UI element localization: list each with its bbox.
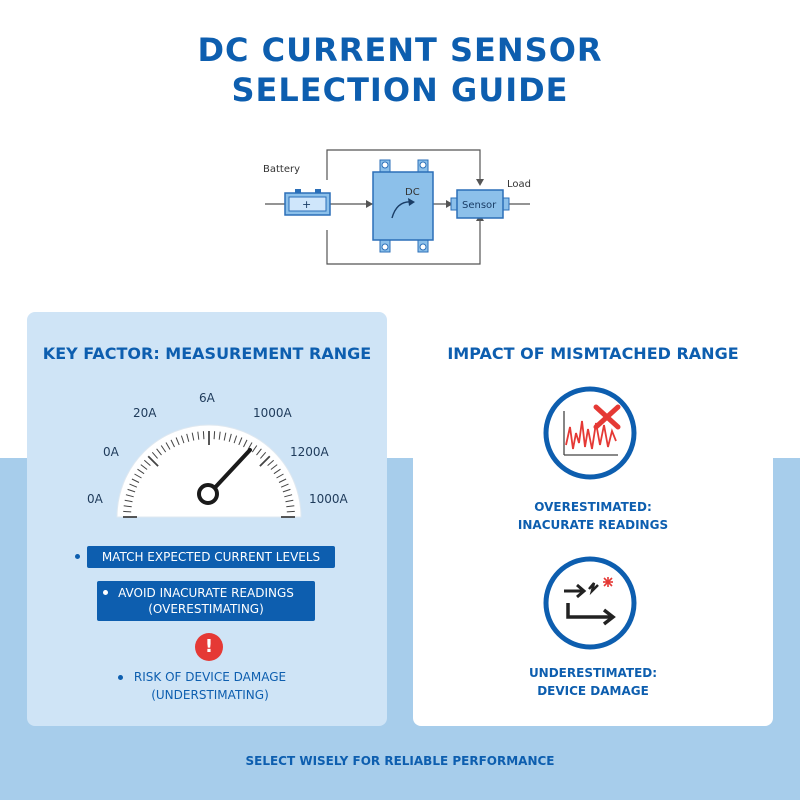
broken-arrow-icon xyxy=(543,556,637,650)
gauge-tick xyxy=(197,431,200,440)
risk-text: RISK OF DEVICE DAMAGE xyxy=(133,670,287,684)
gauge-tick xyxy=(243,439,248,448)
gauge-tick xyxy=(270,464,278,470)
gauge-tick xyxy=(160,445,167,453)
arrow-icon xyxy=(476,179,484,186)
circuit-diagram: + Battery DC Sensor Load xyxy=(263,149,531,265)
gauge-tick xyxy=(156,448,162,456)
impact-panel: IMPACT OF MISMTACHED RANGE xyxy=(413,312,773,726)
gauge-tick xyxy=(267,459,275,466)
gauge-tick xyxy=(175,437,180,446)
panel-heading-left: KEY FACTOR: MEASUREMENT RANGE xyxy=(42,344,372,363)
bullet-subtext: (OVERESTIMATING) xyxy=(148,602,264,616)
gauge-tick xyxy=(123,505,132,508)
footer-tagline: SELECT WISELY FOR RELIABLE PERFORMANCE xyxy=(245,754,555,768)
gauge-tick xyxy=(140,464,148,470)
gauge-tick xyxy=(127,488,136,493)
gauge-tick xyxy=(276,473,284,479)
gauge-tick xyxy=(125,494,134,498)
top-wire xyxy=(326,149,481,184)
arrow-icon xyxy=(446,200,453,208)
bullet-text: AVOID INACURATE READINGS xyxy=(118,586,294,600)
gauge-label-1200a: 1200A xyxy=(290,445,329,459)
panel-heading-right: IMPACT OF MISMTACHED RANGE xyxy=(447,344,739,363)
gauge-tick xyxy=(223,432,227,441)
gauge-tick xyxy=(151,451,158,459)
battery-icon xyxy=(284,189,331,216)
gauge-tick xyxy=(233,435,238,444)
gauge-tick xyxy=(256,448,262,456)
gauge-tick xyxy=(165,442,171,450)
bullet-match-current: MATCH EXPECTED CURRENT LEVELS xyxy=(87,546,335,568)
gauge-tick xyxy=(143,459,151,466)
gauge-label-0a-mid: 0A xyxy=(103,445,119,459)
gauge-tick xyxy=(278,478,287,483)
gauge-tick xyxy=(131,478,140,483)
bullet-icon xyxy=(103,590,108,595)
sensor-label: Sensor xyxy=(462,200,497,211)
gauge-tick xyxy=(273,468,281,475)
title-line-1: DC CURRENT SENSOR xyxy=(197,31,603,69)
gauge-tick xyxy=(286,510,295,513)
gauge-tick xyxy=(286,505,295,508)
gauge-tick xyxy=(259,455,271,467)
caption-underestimated: UNDERESTIMATED: DEVICE DAMAGE xyxy=(413,664,773,700)
gauge-tick xyxy=(180,435,185,444)
gauge-tick xyxy=(238,437,243,446)
risk-device-damage: RISK OF DEVICE DAMAGE (UNDERSTIMATING) xyxy=(100,668,320,704)
gauge-tick xyxy=(170,439,175,448)
gauge-tick xyxy=(191,432,195,441)
gauge-tick xyxy=(186,433,190,442)
gauge-tick xyxy=(280,483,289,488)
gauge-label-6a: 6A xyxy=(199,391,215,405)
page-title: DC CURRENT SENSOR SELECTION GUIDE xyxy=(0,30,800,110)
sensor-icon xyxy=(450,189,510,219)
dc-module-icon xyxy=(372,159,434,253)
bullet-icon xyxy=(75,554,80,559)
battery-symbol: + xyxy=(302,198,311,211)
gauge-tick xyxy=(129,483,138,488)
gauge-label-20a: 20A xyxy=(133,406,157,420)
gauge-label-0a-bottom: 0A xyxy=(87,492,103,506)
gauge-tick xyxy=(247,442,253,450)
title-line-2: SELECTION GUIDE xyxy=(231,71,569,109)
gauge-tick xyxy=(124,499,133,503)
caption-title: OVERESTIMATED: xyxy=(534,500,652,514)
caption-subtitle: INACURATE READINGS xyxy=(517,518,669,532)
bullet-avoid-inaccurate: AVOID INACURATE READINGS (OVERESTIMATING… xyxy=(97,581,315,621)
gauge-tick xyxy=(218,431,221,440)
gauge-tick xyxy=(251,445,258,453)
gauge-tick xyxy=(282,488,291,493)
bullet-icon xyxy=(118,675,123,680)
gauge-tick xyxy=(134,473,142,479)
battery-label: Battery xyxy=(263,164,300,175)
caption-subtitle: DEVICE DAMAGE xyxy=(537,684,649,698)
gauge-tick xyxy=(147,455,159,467)
gauge-tick xyxy=(285,499,294,503)
alert-icon: ! xyxy=(195,633,223,661)
arrow-icon xyxy=(366,200,373,208)
gauge-tick xyxy=(213,431,216,440)
gauge-label-1000a-upper: 1000A xyxy=(253,406,292,420)
gauge-tick xyxy=(228,433,232,442)
gauge-label-1000a-bottom: 1000A xyxy=(309,492,348,506)
gauge-dial xyxy=(116,424,302,518)
gauge-pivot xyxy=(197,483,219,505)
gauge-tick xyxy=(284,494,293,498)
dc-label: DC xyxy=(405,187,420,198)
gauge-tick xyxy=(137,468,145,475)
load-label: Load xyxy=(507,179,531,190)
bottom-wire xyxy=(326,216,481,265)
gauge-tick xyxy=(202,431,205,440)
caption-title: UNDERESTIMATED: xyxy=(528,666,658,680)
gauge-tick xyxy=(123,510,132,513)
gauge-tick xyxy=(260,451,267,459)
noisy-signal-x-icon xyxy=(543,386,637,480)
caption-overestimated: OVERESTIMATED: INACURATE READINGS xyxy=(413,498,773,534)
bullet-text: MATCH EXPECTED CURRENT LEVELS xyxy=(101,550,321,564)
risk-subtext: (UNDERSTIMATING) xyxy=(151,688,269,702)
